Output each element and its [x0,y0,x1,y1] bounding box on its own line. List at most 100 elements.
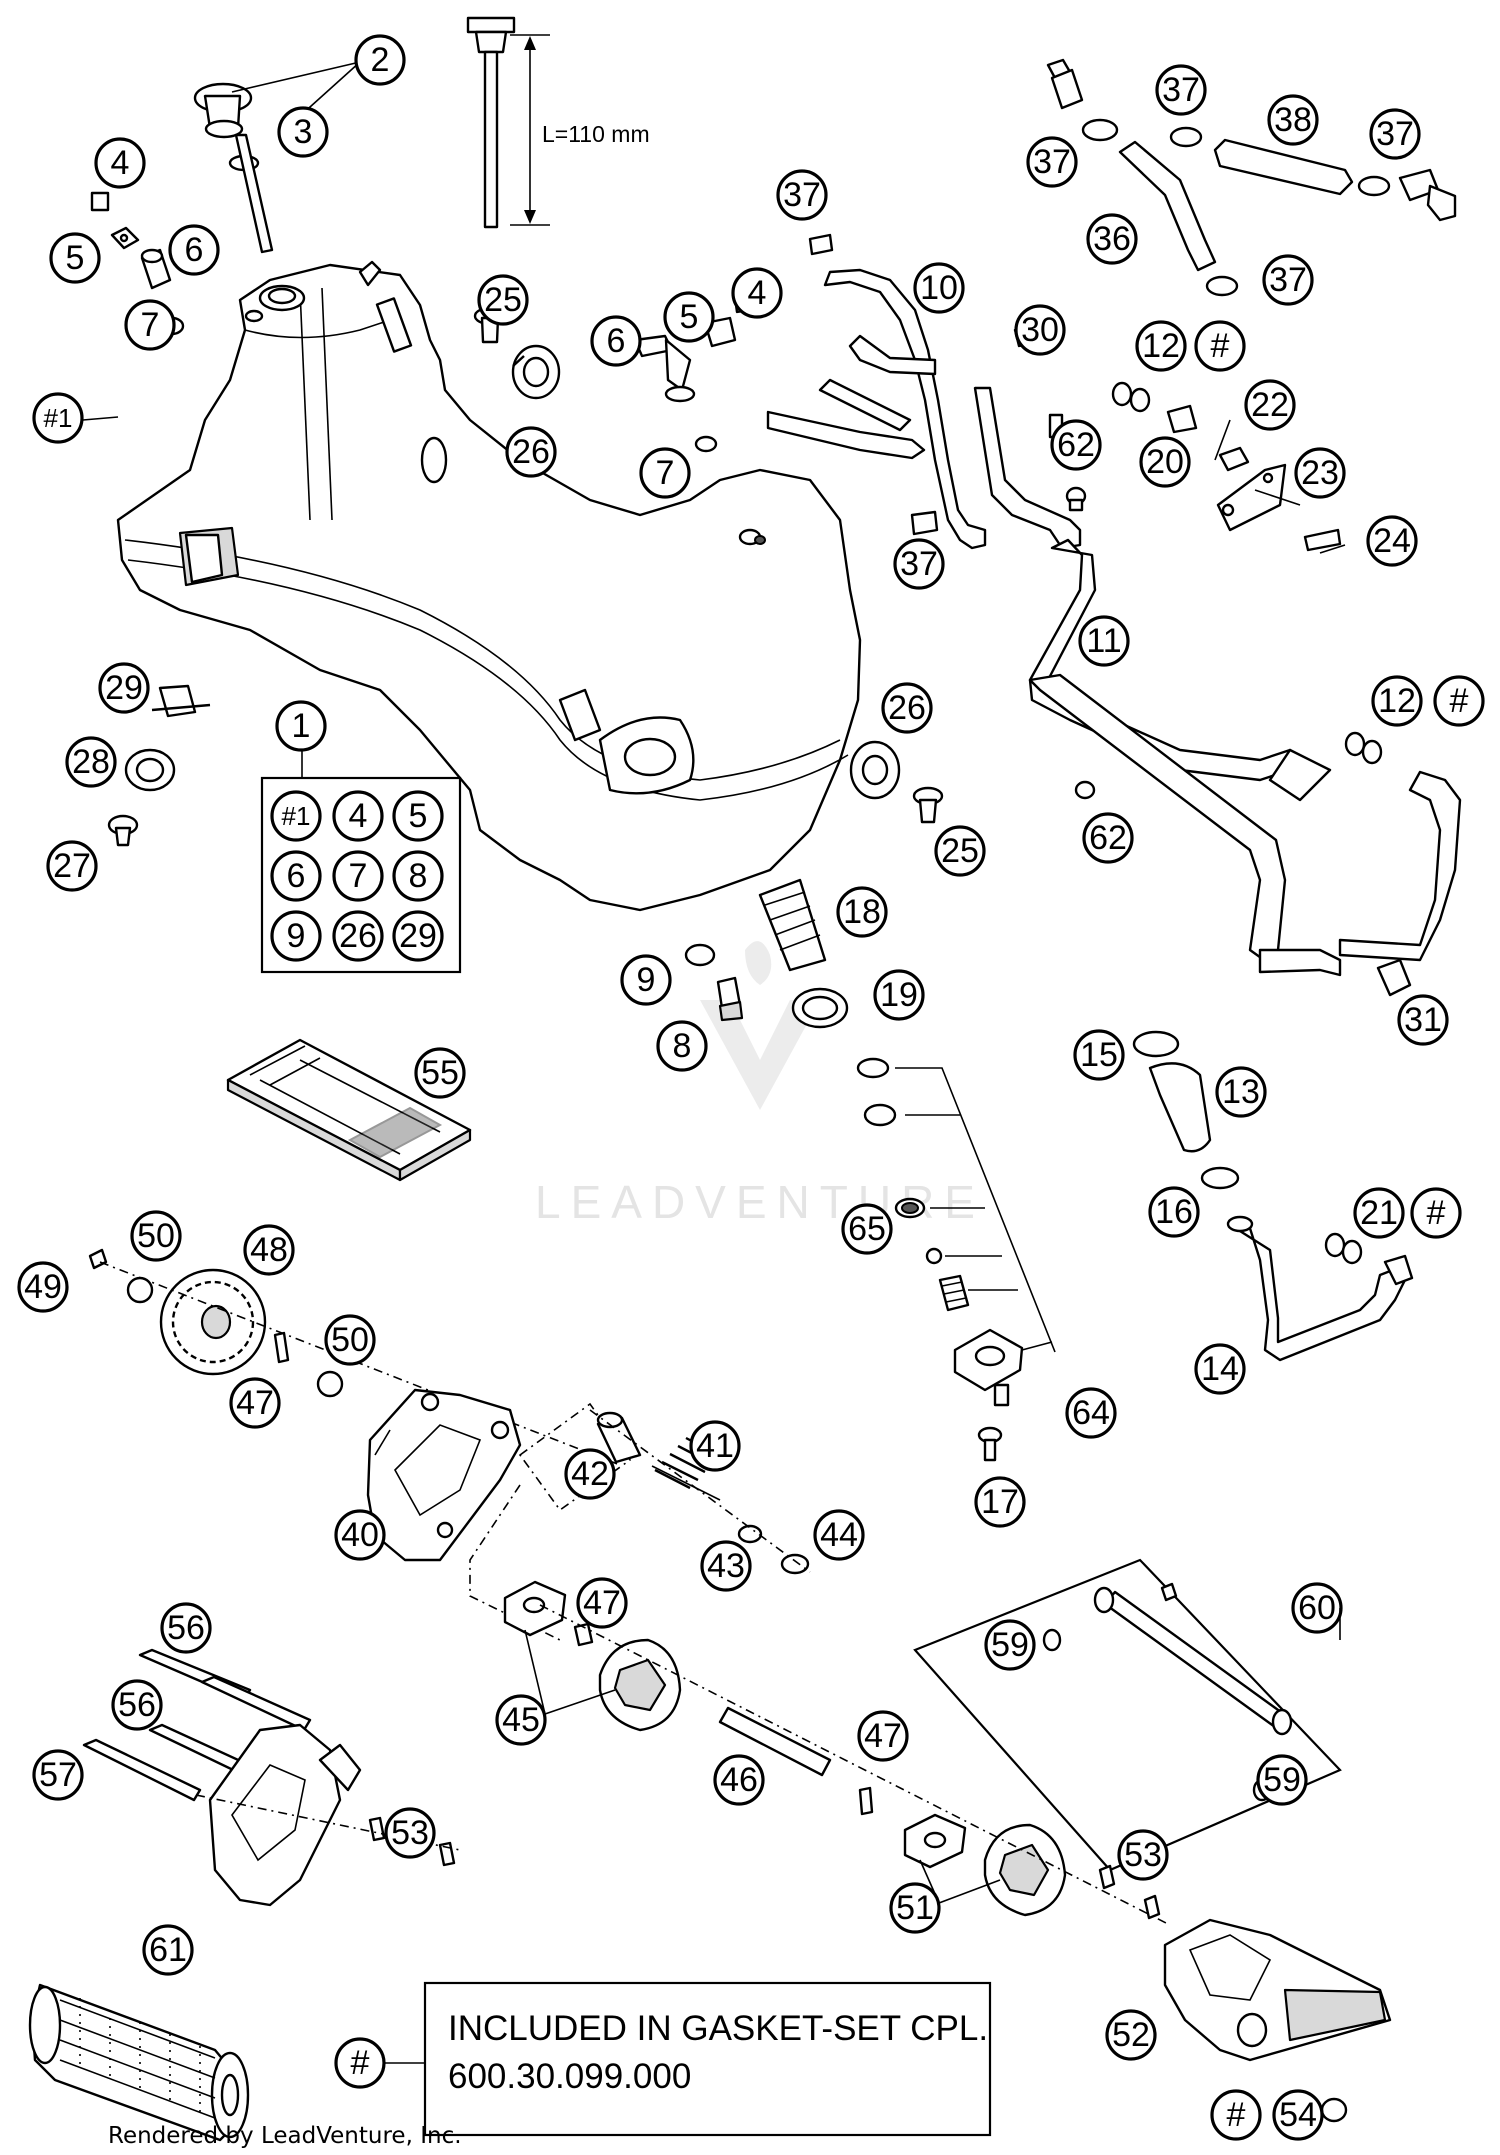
svg-text:8: 8 [673,1027,692,1065]
svg-text:14: 14 [1201,1350,1239,1388]
callout: 37 [776,169,828,221]
svg-text:3: 3 [294,113,313,151]
svg-text:26: 26 [339,917,377,955]
svg-text:61: 61 [149,1931,187,1969]
callout: 1 [275,700,327,752]
svg-text:42: 42 [571,1455,609,1493]
kit-item: 5 [392,790,444,842]
callout: 25 [477,274,529,326]
callout: 14 [1194,1343,1246,1395]
callout: 42 [564,1448,616,1500]
callout: 37 [1369,108,1421,160]
callout: 15 [1073,1029,1125,1081]
kit-item: 9 [270,910,322,962]
svg-text:25: 25 [484,281,522,319]
oil-filter-61 [28,1983,250,2142]
callout: 37 [1026,136,1078,188]
svg-text:56: 56 [167,1609,205,1647]
vent-hoses-top-right [1046,58,1457,297]
pump-housing-52 [1098,1864,1392,2123]
callout: 3 [277,106,329,158]
callout: 36 [1086,213,1138,265]
svg-text:#: # [351,2044,370,2082]
callout: 47 [576,1577,628,1629]
footer-credit: Rendered by LeadVenture, Inc. [108,2123,462,2149]
callout: 24 [1366,515,1418,567]
svg-text:4: 4 [748,274,767,312]
callout: 50 [324,1314,376,1366]
svg-text:19: 19 [880,976,918,1014]
callout: 37 [893,538,945,590]
svg-text:59: 59 [1263,1761,1301,1799]
callout: 54 [1272,2089,1324,2141]
hoses-13-14 [1132,1030,1414,1362]
svg-text:#: # [1211,327,1230,365]
callout: 2 [354,34,406,86]
svg-text:6: 6 [185,231,204,269]
svg-text:20: 20 [1146,443,1184,481]
callout: 4 [731,267,783,319]
svg-text:16: 16 [1155,1193,1193,1231]
callout: 37 [1262,254,1314,306]
callout: 57 [32,1749,84,1801]
callout: 48 [243,1224,295,1276]
callout: 11 [1078,615,1130,667]
callout: 41 [689,1420,741,1472]
callout: 40 [334,1509,386,1561]
kit-item: 29 [392,910,444,962]
callout: 47 [857,1710,909,1762]
svg-text:64: 64 [1072,1394,1110,1432]
callout: # [1410,1187,1462,1239]
svg-text:53: 53 [391,1814,429,1852]
callout: 50 [130,1210,182,1262]
callout: 38 [1267,94,1319,146]
svg-text:18: 18 [843,893,881,931]
svg-text:25: 25 [941,832,979,870]
callout: 8 [656,1020,708,1072]
callout: 44 [813,1509,865,1561]
kit-item: #1 [270,790,322,842]
svg-text:4: 4 [349,797,368,835]
callout: 12 [1371,675,1423,727]
svg-text:57: 57 [39,1756,77,1794]
callout: 28 [65,736,117,788]
dimension-label: L=110 mm [542,121,650,147]
svg-text:62: 62 [1057,426,1095,464]
strainer-55 [226,1038,472,1182]
svg-text:47: 47 [864,1717,902,1755]
fittings-right [1065,381,1412,997]
svg-text:29: 29 [105,669,143,707]
callout: # [1433,675,1485,727]
svg-text:10: 10 [920,269,958,307]
kit-item: 4 [332,790,384,842]
svg-text:43: 43 [707,1547,745,1585]
callout: 61 [142,1924,194,1976]
svg-text:37: 37 [1269,261,1307,299]
svg-text:6: 6 [287,857,306,895]
svg-text:30: 30 [1021,311,1059,349]
callout: 46 [713,1754,765,1806]
svg-text:2: 2 [371,41,390,79]
callout: 55 [414,1047,466,1099]
fuel-tank [116,260,862,912]
svg-text:41: 41 [696,1427,734,1465]
fittings-lower-left [107,684,211,847]
callout: 59 [1256,1754,1308,1806]
callout: 12 [1135,320,1187,372]
svg-text:7: 7 [141,306,160,344]
dipstick-dimension: L=110 mm [466,16,650,229]
svg-text:4: 4 [111,144,130,182]
svg-text:46: 46 [720,1761,758,1799]
callout: 30 [1014,304,1066,356]
svg-text:6: 6 [607,322,626,360]
callout: 64 [1065,1387,1117,1439]
callout: 20 [1139,436,1191,488]
svg-text:49: 49 [24,1268,62,1306]
callout: 59 [984,1619,1036,1671]
callout: 31 [1397,994,1449,1046]
svg-text:51: 51 [896,1889,934,1927]
leader-lines-rotors [524,1608,1341,1904]
callout: 62 [1050,419,1102,471]
svg-text:55: 55 [421,1054,459,1092]
callout: 13 [1215,1066,1267,1118]
